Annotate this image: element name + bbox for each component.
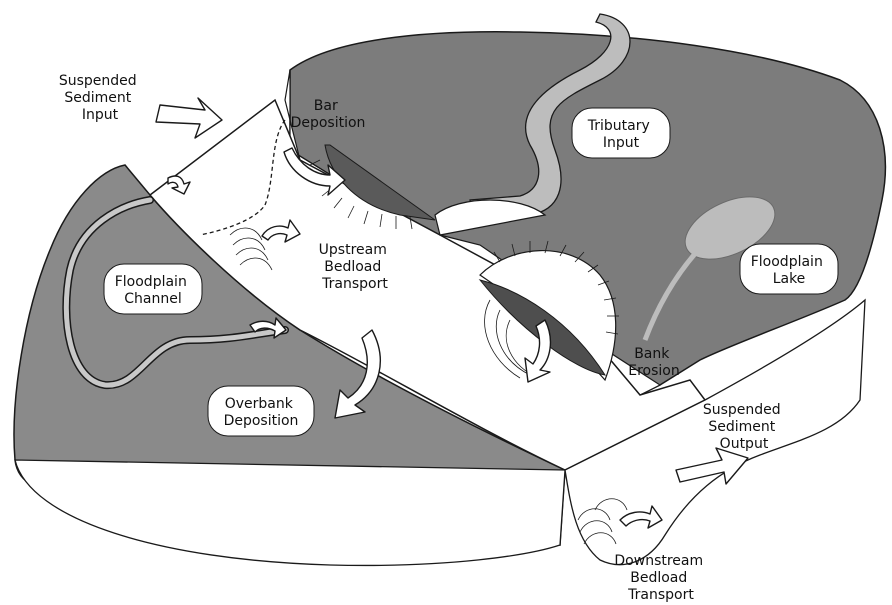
suspended-input-arrow: [156, 98, 222, 138]
block-underside: [15, 460, 565, 565]
floodplain-channel-label: Floodplain Channel: [115, 274, 192, 307]
suspended-input-label: Suspended Sediment Input: [59, 73, 141, 123]
upstream-bedload-label: Upstream Bedload Transport: [319, 242, 392, 292]
overbank-deposition-label: Overbank Deposition: [224, 396, 299, 429]
downstream-bedload-label: Downstream Bedload Transport: [614, 553, 707, 603]
bank-erosion-label: Bank Erosion: [628, 346, 679, 379]
